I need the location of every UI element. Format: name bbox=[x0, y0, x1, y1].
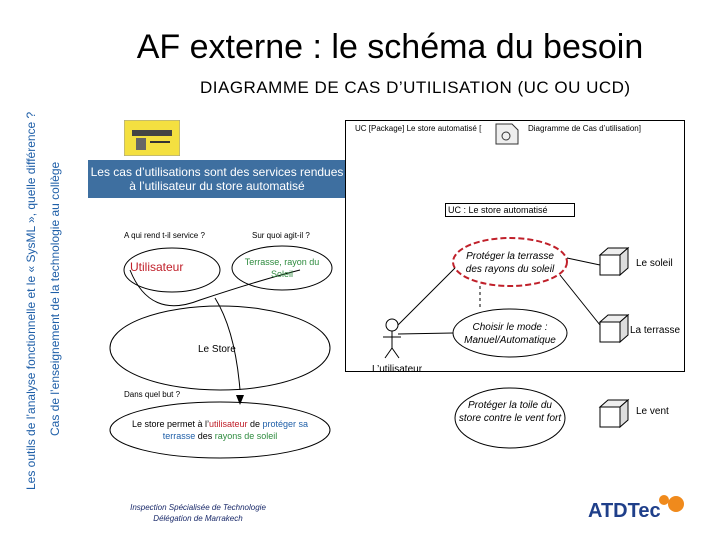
cube-sun bbox=[598, 246, 630, 277]
horn-curve bbox=[129, 269, 301, 307]
store-illustration-icon bbox=[123, 119, 181, 157]
question-goal: Dans quel but ? bbox=[124, 390, 181, 399]
goal-protect: protéger sa terrasse bbox=[162, 419, 309, 441]
footer-line1: Inspection Spécialisée de Technologie bbox=[130, 503, 266, 512]
diagram-label: Diagramme de Cas d’utilisation] bbox=[528, 124, 641, 133]
horn-arrow bbox=[214, 297, 241, 391]
info-banner: Les cas d’utilisations sont des services… bbox=[88, 160, 346, 198]
actor-figure bbox=[383, 318, 401, 359]
external-terrace: La terrasse bbox=[630, 325, 681, 336]
uc-tab: UC : Le store automatisé bbox=[445, 203, 575, 217]
actor-label: L’utilisateur bbox=[372, 364, 423, 375]
goal-prefix: Le store permet à l’ bbox=[131, 419, 209, 429]
footer: Inspection Spécialisée de Technologie Dé… bbox=[118, 502, 278, 524]
link-uc1-sun bbox=[566, 257, 601, 266]
goal-de: de bbox=[247, 419, 263, 429]
matter-oval bbox=[231, 245, 333, 291]
diagram-doc-icon bbox=[494, 122, 520, 146]
goal-user: utilisateur bbox=[208, 419, 248, 429]
usecase-oval-3 bbox=[454, 387, 566, 449]
cube-wind bbox=[598, 398, 630, 429]
usecase-2: Choisir le mode : Manuel/Automatique bbox=[464, 322, 556, 346]
package-label: UC [Package] Le store automatisé [ bbox=[355, 124, 482, 133]
question-who: A qui rend t-il service ? bbox=[124, 231, 205, 240]
goal-des: des bbox=[195, 431, 215, 441]
actor-link-2 bbox=[397, 332, 454, 335]
product-label: Le Store bbox=[198, 344, 236, 355]
page-title: AF externe : le schéma du besoin bbox=[136, 28, 644, 66]
external-sun: Le soleil bbox=[636, 258, 673, 269]
usecase-3: Protéger la toile du store contre le ven… bbox=[458, 400, 562, 424]
cube-terrace bbox=[598, 313, 630, 344]
arrow-head bbox=[236, 395, 244, 405]
link-uc1-terrace bbox=[559, 274, 601, 326]
page-subtitle: DIAGRAMME DE CAS D’UTILISATION (UC OU UC… bbox=[200, 78, 631, 97]
goal-text: Le store permet à l’utilisateur de proté… bbox=[118, 418, 322, 442]
user-label: Utilisateur bbox=[130, 260, 184, 274]
matter-label: Terrasse, rayon du Soleil bbox=[244, 257, 320, 279]
usecase-1: Protéger la terrasse des rayons du solei… bbox=[465, 251, 555, 275]
logo bbox=[588, 494, 688, 530]
footer-line2: Délégation de Marrakech bbox=[153, 514, 243, 523]
external-wind: Le vent bbox=[636, 406, 669, 417]
goal-oval bbox=[109, 401, 331, 459]
user-oval bbox=[123, 247, 221, 293]
question-what: Sur quoi agit-il ? bbox=[252, 231, 310, 240]
actor-link-1 bbox=[397, 267, 456, 326]
goal-rays: rayons de soleil bbox=[214, 431, 278, 441]
logo-text: ATDTec bbox=[588, 500, 661, 522]
usecase-oval-1 bbox=[452, 237, 568, 287]
